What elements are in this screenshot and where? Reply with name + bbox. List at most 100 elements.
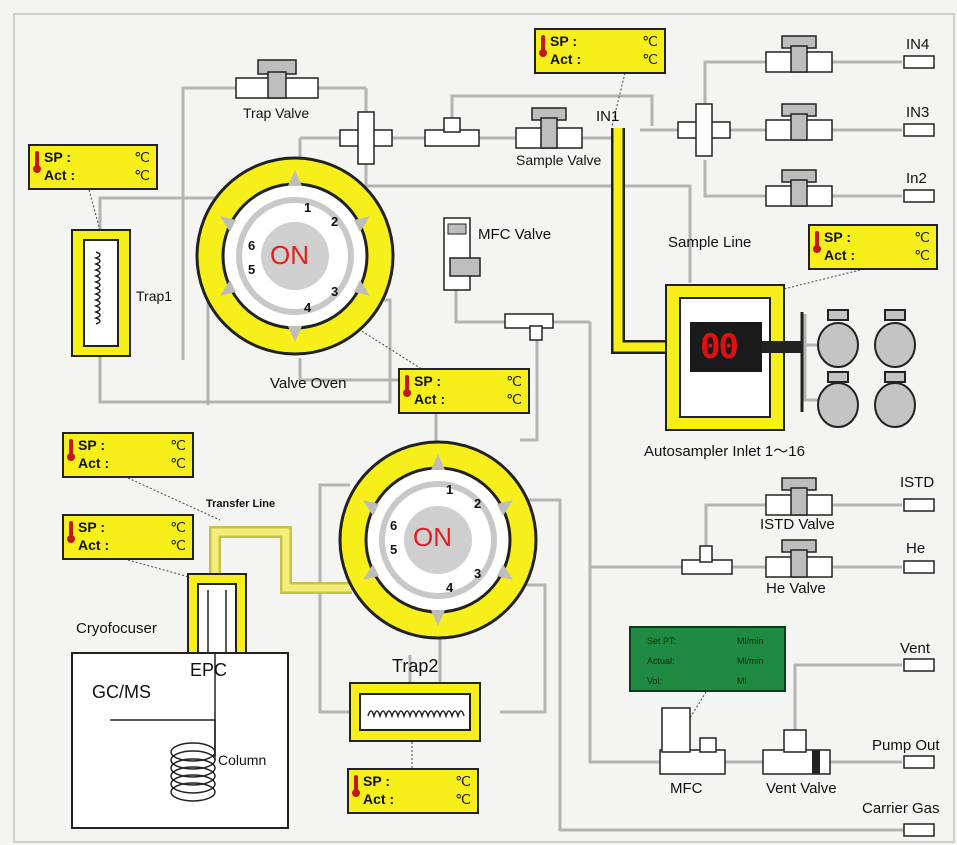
valve1-port-6: 6 bbox=[248, 238, 256, 253]
cryofocuser[interactable] bbox=[187, 573, 247, 655]
valve2-port-1: 1 bbox=[446, 482, 454, 497]
act-label: Act : bbox=[78, 537, 110, 553]
he-outlet-label: He bbox=[906, 540, 926, 557]
transfer-line-temp-box[interactable]: SP :℃ Act :℃ bbox=[62, 432, 194, 478]
trap-valve-label: Trap Valve bbox=[243, 105, 310, 121]
unit-label: ℃ bbox=[455, 791, 471, 807]
valve-oven-temp-box[interactable]: SP : ℃ Act : ℃ bbox=[398, 368, 530, 414]
vent-valve-label: Vent Valve bbox=[766, 780, 837, 797]
trap1-temp-box[interactable]: SP :℃ Act :℃ bbox=[28, 144, 158, 190]
mfc-label: MFC bbox=[670, 780, 703, 797]
unit-label: ℃ bbox=[914, 247, 930, 263]
unit-label: ℃ bbox=[642, 33, 658, 49]
trap1[interactable] bbox=[71, 229, 131, 357]
mfc-vol-label: Vol: bbox=[647, 676, 663, 686]
valve2-port-6: 6 bbox=[390, 518, 398, 533]
mfc-body[interactable] bbox=[659, 707, 726, 775]
tee-fitting-2 bbox=[504, 313, 554, 341]
thermometer-icon bbox=[813, 231, 821, 253]
valve2-port-5: 5 bbox=[390, 542, 398, 557]
istd-outlet-label: ISTD bbox=[900, 474, 935, 491]
mfc-valve-body[interactable] bbox=[443, 217, 481, 291]
sp-label: SP : bbox=[550, 33, 577, 49]
tee-fitting-1 bbox=[424, 117, 480, 147]
trap2-label: Trap2 bbox=[392, 656, 439, 676]
cryofocuser-label: Cryofocuser bbox=[76, 620, 157, 637]
act-label: Act : bbox=[78, 455, 110, 471]
valve1-port-5: 5 bbox=[248, 262, 256, 277]
cryofocuser-temp-box[interactable]: SP :℃ Act :℃ bbox=[62, 514, 194, 560]
in2-label: In2 bbox=[906, 170, 927, 187]
sp-label: SP : bbox=[78, 437, 105, 453]
rotary-valve-1[interactable] bbox=[195, 156, 395, 356]
sample-line-temp-box[interactable]: SP :℃ Act :℃ bbox=[534, 28, 666, 74]
autosampler-canisters bbox=[817, 309, 916, 428]
thermometer-icon bbox=[33, 151, 41, 173]
carrier-gas-label: Carrier Gas bbox=[862, 800, 940, 817]
autosampler-display: 00 bbox=[700, 327, 739, 367]
vent-valve-body[interactable] bbox=[762, 729, 831, 775]
mfc-setpt-unit: Ml/min bbox=[737, 636, 764, 646]
istd-valve-body[interactable] bbox=[765, 477, 833, 516]
in3-valve-body[interactable] bbox=[765, 103, 833, 141]
act-label: Act : bbox=[414, 391, 446, 407]
mfc-actual-label: Actual: bbox=[647, 656, 675, 666]
in4-valve-body[interactable] bbox=[765, 35, 833, 73]
transfer-line-label: Transfer Line bbox=[206, 498, 276, 510]
tubing-lines bbox=[98, 60, 935, 832]
unit-label: ℃ bbox=[170, 519, 186, 535]
gcms-box[interactable] bbox=[71, 652, 289, 829]
in3-label: IN3 bbox=[906, 104, 930, 121]
valve1-port-4: 4 bbox=[304, 300, 312, 315]
he-valve-label: He Valve bbox=[766, 580, 826, 597]
cross-fitting-1 bbox=[339, 111, 393, 165]
outlet-ports bbox=[903, 55, 935, 837]
mfc-setpt-label: Set PT: bbox=[647, 636, 677, 646]
sample-valve-label: Sample Valve bbox=[516, 152, 602, 168]
unit-label: ℃ bbox=[506, 391, 522, 407]
valve2-state-label: ON bbox=[413, 522, 452, 552]
sp-label: SP : bbox=[414, 373, 441, 389]
mfc-actual-unit: Ml/min bbox=[737, 656, 764, 666]
gcms-label: GC/MS bbox=[92, 682, 152, 702]
epc-label: EPC bbox=[190, 660, 228, 680]
leader-lines bbox=[88, 72, 861, 768]
thermometer-icon bbox=[352, 775, 360, 797]
istd-valve-label: ISTD Valve bbox=[760, 516, 835, 533]
act-label: Act : bbox=[44, 167, 76, 183]
he-valve-body[interactable] bbox=[765, 539, 833, 578]
trap-valve-body[interactable] bbox=[235, 59, 319, 99]
autosampler-temp-box[interactable]: SP :℃ Act :℃ bbox=[808, 224, 938, 270]
sample-line-label: Sample Line bbox=[668, 234, 752, 251]
mfc-readout-panel[interactable]: Set PT: Ml/min Actual: Ml/min Vol: Ml bbox=[629, 626, 786, 692]
valve1-port-2: 2 bbox=[331, 214, 339, 229]
cross-fitting-2 bbox=[677, 103, 731, 157]
act-label: Act : bbox=[550, 51, 582, 67]
trap2[interactable] bbox=[349, 682, 481, 742]
autosampler-inlet-label: Autosampler Inlet 1～16 bbox=[644, 443, 805, 460]
valve1-port-3: 3 bbox=[331, 284, 339, 299]
thermometer-icon bbox=[67, 439, 75, 461]
column-label: Column bbox=[218, 752, 267, 768]
unit-label: ℃ bbox=[134, 149, 150, 165]
valve-oven-label: Valve Oven bbox=[270, 375, 347, 392]
in4-label: IN4 bbox=[906, 36, 930, 53]
sample-valve-body[interactable] bbox=[515, 107, 583, 149]
rotary-valve-2[interactable] bbox=[338, 440, 538, 640]
mfc-vol-unit: Ml bbox=[737, 676, 747, 686]
mfc-valve-label: MFC Valve bbox=[478, 226, 552, 243]
valve1-state-label: ON bbox=[270, 240, 309, 270]
in1-label: IN1 bbox=[596, 108, 620, 125]
heated-transfer-line bbox=[209, 526, 352, 594]
trap2-temp-box[interactable]: SP :℃ Act :℃ bbox=[347, 768, 479, 814]
thermometer-icon bbox=[539, 35, 547, 57]
valve2-port-4: 4 bbox=[446, 580, 454, 595]
autosampler[interactable] bbox=[665, 284, 804, 431]
in2-valve-body[interactable] bbox=[765, 169, 833, 207]
sp-label: SP : bbox=[78, 519, 105, 535]
valve1-port-1: 1 bbox=[304, 200, 312, 215]
unit-label: ℃ bbox=[506, 373, 522, 389]
sp-label: SP : bbox=[363, 773, 390, 789]
